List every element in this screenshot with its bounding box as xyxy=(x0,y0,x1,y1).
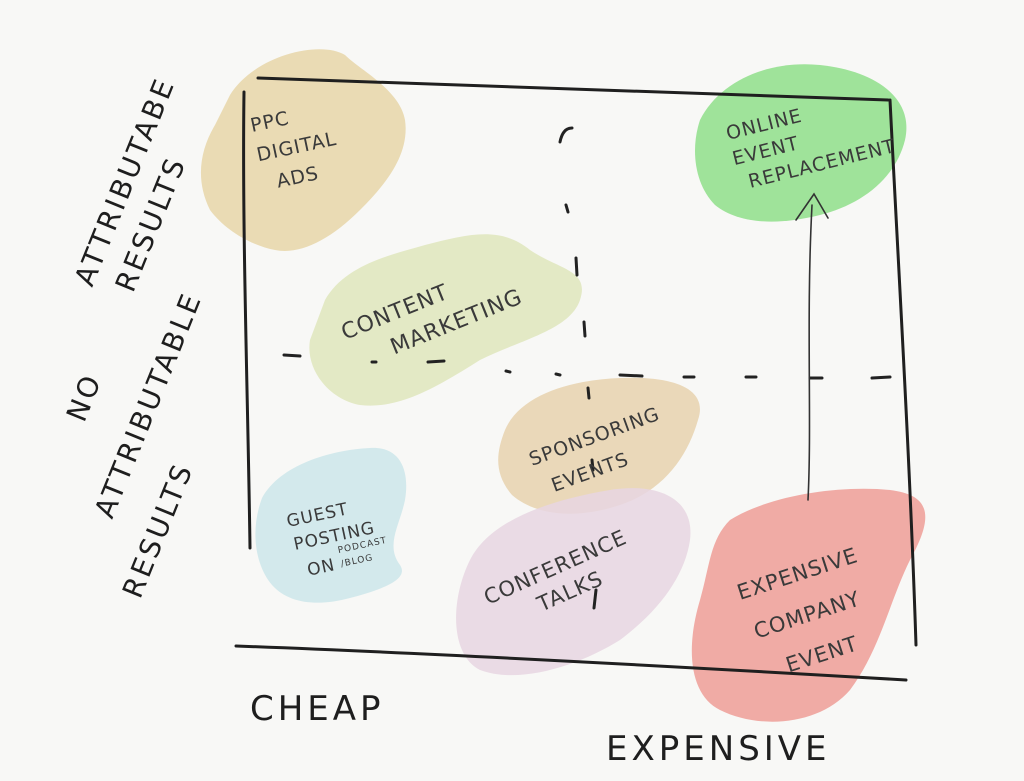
v-dash-5 xyxy=(586,386,591,400)
y-axis-bottom-label: NO xyxy=(60,368,109,426)
sponsoring-events-blob xyxy=(498,377,700,514)
right-edge xyxy=(888,98,918,647)
bottom-edge xyxy=(234,644,908,682)
v-dash-1 xyxy=(558,126,574,144)
online-event-blob xyxy=(695,64,907,222)
h-dash-3 xyxy=(426,359,446,364)
arrow-shaft xyxy=(807,204,813,501)
x-axis-expensive-label: EXPENSIVE xyxy=(606,729,831,769)
h-dash-4 xyxy=(504,369,512,374)
guest-posting-blob xyxy=(255,447,407,603)
left-edge xyxy=(242,90,252,550)
h-dash-10 xyxy=(870,375,892,380)
quadrant-dividers xyxy=(282,126,892,610)
top-edge xyxy=(256,76,890,102)
h-dash-6 xyxy=(618,373,644,378)
h-dash-1 xyxy=(282,353,302,358)
conference-talks-blob xyxy=(456,488,691,676)
y-bottom-line-1: NO xyxy=(60,368,109,426)
y-axis-top-label: ATTRIBUTABE RESULTS xyxy=(68,72,193,296)
ppc-blob xyxy=(200,49,406,251)
x-axis-cheap-label: CHEAP xyxy=(250,689,385,729)
company-event-blob xyxy=(691,488,926,722)
matrix-frame xyxy=(234,76,918,682)
h-dash-5 xyxy=(554,372,562,377)
content-marketing-blob xyxy=(309,234,582,406)
v-dash-4 xyxy=(582,320,587,338)
v-dash-7 xyxy=(592,588,598,610)
upgrade-arrow xyxy=(795,192,829,501)
arrow-head-icon xyxy=(795,192,829,221)
v-dash-2 xyxy=(564,203,570,214)
v-dash-6 xyxy=(590,458,595,472)
v-dash-3 xyxy=(574,256,579,277)
